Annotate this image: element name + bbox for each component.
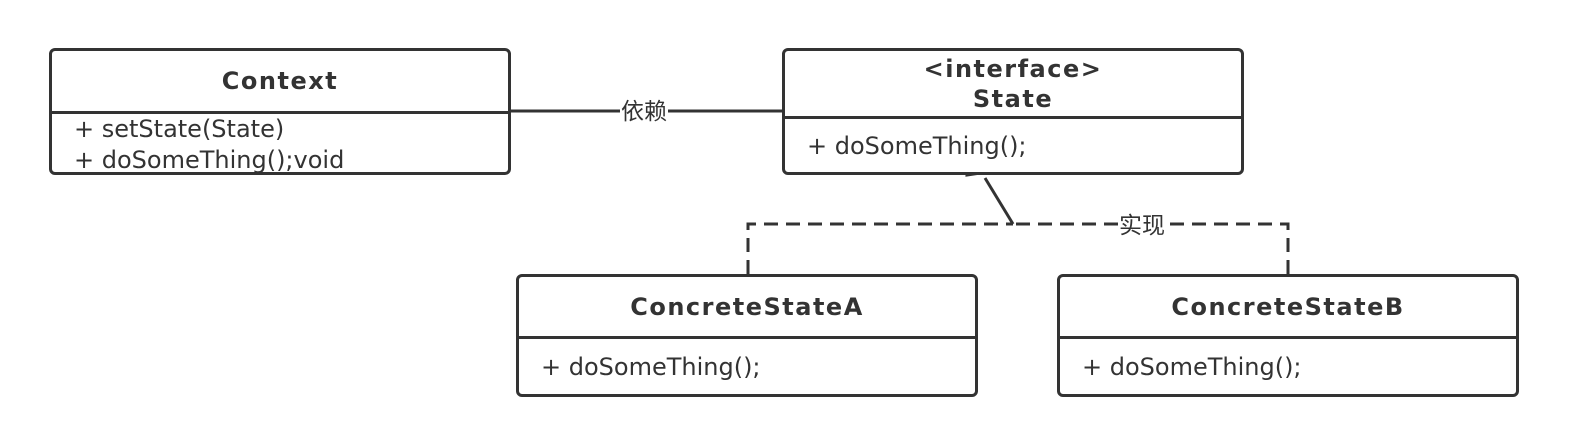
- realization-line-b[interactable]: [1013, 222, 1290, 274]
- class-context-members: + setState(State) + doSomeThing();void: [52, 114, 508, 176]
- class-state-name: State: [972, 85, 1054, 113]
- class-state-stereotype: <interface>: [923, 55, 1103, 83]
- dependency-label: 依赖: [620, 99, 668, 125]
- class-state-header: <interface> State: [785, 51, 1241, 119]
- class-state-members: + doSomeThing();: [785, 119, 1241, 162]
- class-concrete-state-a-header: ConcreteStateA: [519, 277, 975, 339]
- class-context[interactable]: Context + setState(State) + doSomeThing(…: [49, 48, 511, 175]
- class-concrete-state-b-members: + doSomeThing();: [1060, 339, 1516, 383]
- class-state-interface[interactable]: <interface> State + doSomeThing();: [782, 48, 1244, 175]
- realization-line-a[interactable]: [746, 222, 1013, 274]
- class-concrete-state-a-members: + doSomeThing();: [519, 339, 975, 383]
- member-do-some-thing: + doSomeThing();void: [74, 146, 345, 174]
- class-concrete-state-b-name: ConcreteStateB: [1171, 292, 1405, 321]
- member-do-some-thing: + doSomeThing();: [1082, 353, 1302, 381]
- member-do-some-thing: + doSomeThing();: [541, 353, 761, 381]
- class-concrete-state-b-header: ConcreteStateB: [1060, 277, 1516, 339]
- member-set-state: + setState(State): [74, 115, 285, 143]
- realization-label: 实现: [1118, 213, 1166, 239]
- class-concrete-state-a[interactable]: ConcreteStateA + doSomeThing();: [516, 274, 978, 397]
- class-concrete-state-a-name: ConcreteStateA: [630, 292, 864, 321]
- class-context-name: Context: [221, 67, 339, 95]
- member-do-some-thing: + doSomeThing();: [807, 132, 1027, 160]
- class-context-header: Context: [52, 51, 508, 114]
- class-concrete-state-b[interactable]: ConcreteStateB + doSomeThing();: [1057, 274, 1519, 397]
- realization-stem[interactable]: [983, 177, 1015, 225]
